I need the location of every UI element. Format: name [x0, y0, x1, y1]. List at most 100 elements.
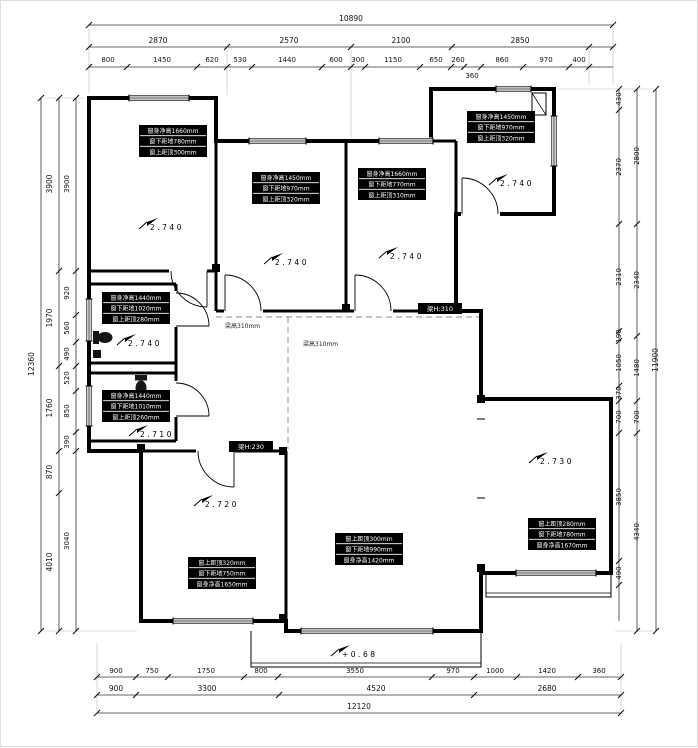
- beam-label-box: 梁H:310: [418, 303, 462, 314]
- dim-label: 390: [63, 435, 71, 448]
- svg-text:窗下距地1010mm: 窗下距地1010mm: [111, 403, 162, 411]
- door: [461, 177, 499, 215]
- dim-label: 750: [145, 667, 158, 675]
- dim-label: 1750: [197, 667, 215, 675]
- dim-label: 1450: [153, 56, 171, 64]
- window: [378, 137, 434, 145]
- dim-label: 2340: [633, 271, 641, 289]
- svg-text:窗身净高1450mm: 窗身净高1450mm: [261, 174, 312, 182]
- dim-label: 870: [45, 465, 54, 480]
- dim-label: 12360: [27, 352, 36, 376]
- dim-label: 1970: [45, 308, 54, 327]
- level-marker: 2.730: [528, 452, 574, 466]
- dim-label: 3550: [346, 667, 364, 675]
- svg-text:2.740: 2.740: [150, 223, 184, 232]
- dim-label: 970: [446, 667, 459, 675]
- svg-text:梁H:230: 梁H:230: [238, 442, 264, 451]
- dim-label: 490: [63, 347, 71, 360]
- svg-text:+0.68: +0.68: [342, 650, 377, 659]
- level-markers: 2.740 2.740 2.740 2.740 2.740 2.710 2.72…: [116, 174, 574, 659]
- dim-label: 490: [615, 566, 623, 579]
- window-note: 窗身净高1450mm 窗下距地970mm 窗上距顶320mm: [252, 172, 320, 204]
- dim-label: 650: [429, 56, 442, 64]
- door: [175, 292, 210, 327]
- svg-text:窗身净高1670mm: 窗身净高1670mm: [537, 541, 588, 549]
- dim-label: 700: [633, 410, 641, 423]
- window: [172, 617, 254, 625]
- window-notes: 窗身净高1660mm 窗下距地780mm 窗上距顶300mm 窗身净高1450m…: [102, 111, 596, 589]
- svg-text:窗身净高1440mm: 窗身净高1440mm: [111, 392, 162, 400]
- svg-text:窗上距顶320mm: 窗上距顶320mm: [477, 134, 524, 142]
- dim-label: 430: [615, 92, 623, 105]
- door: [170, 270, 208, 308]
- svg-text:窗上距顶280mm: 窗上距顶280mm: [538, 520, 585, 528]
- dim-label: 360: [592, 667, 605, 675]
- dim-labels-left: 12360 3900 1970 1760 870 4010 3900 920 5…: [27, 174, 71, 571]
- svg-text:窗上距顶300mm: 窗上距顶300mm: [149, 148, 196, 156]
- window-note: 窗上距顶280mm 窗下距地780mm 窗身净高1670mm: [528, 518, 596, 550]
- svg-text:窗下距地970mm: 窗下距地970mm: [477, 124, 524, 132]
- dim-label: 600: [329, 56, 342, 64]
- floor-drain-icon: [93, 350, 101, 358]
- dim-label: 620: [205, 56, 218, 64]
- level-marker: 2.740: [116, 334, 159, 348]
- dim-label: 4520: [366, 684, 385, 693]
- dim-label: 12120: [347, 702, 371, 711]
- svg-text:2.730: 2.730: [540, 457, 574, 466]
- dim-label: 1150: [384, 56, 402, 64]
- beam-label: 梁高310mm: [225, 322, 260, 330]
- svg-text:窗上距顶300mm: 窗上距顶300mm: [345, 535, 392, 543]
- dim-label: 360: [465, 72, 478, 80]
- window-note: 窗上距顶300mm 窗下距地990mm 窗身净高1420mm: [335, 533, 403, 565]
- svg-text:窗下距地970mm: 窗下距地970mm: [262, 185, 309, 193]
- dim-label: 2100: [391, 36, 410, 45]
- dim-label: 300: [351, 56, 364, 64]
- dim-label: 2570: [279, 36, 298, 45]
- beam-label: 梁高310mm: [303, 340, 338, 348]
- svg-text:窗身净高1420mm: 窗身净高1420mm: [344, 556, 395, 564]
- window: [85, 385, 93, 427]
- svg-text:窗下距地780mm: 窗下距地780mm: [149, 138, 196, 146]
- dim-label: 3900: [45, 174, 54, 193]
- svg-text:窗身净高1660mm: 窗身净高1660mm: [367, 170, 418, 178]
- svg-text:窗下距地780mm: 窗下距地780mm: [538, 531, 585, 539]
- window: [495, 85, 532, 93]
- dim-label: 520: [63, 371, 71, 384]
- window: [248, 137, 307, 145]
- door-openings: [169, 210, 500, 499]
- dim-labels-bottom: 900 750 1750 800 3550 970 1000 1420 360 …: [109, 667, 606, 711]
- svg-text:窗上距顶320mm: 窗上距顶320mm: [198, 559, 245, 567]
- dim-label: 800: [101, 56, 114, 64]
- door: [224, 274, 262, 312]
- level-marker: 2.740: [488, 174, 534, 188]
- dim-label: 2850: [510, 36, 529, 45]
- dim-label: 2870: [148, 36, 167, 45]
- svg-text:窗下距地770mm: 窗下距地770mm: [368, 181, 415, 189]
- dim-label: 920: [63, 286, 71, 299]
- svg-text:2.740: 2.740: [275, 258, 309, 267]
- dim-label: 1760: [45, 398, 54, 417]
- balcony: [250, 631, 482, 668]
- window-note: 窗身净高1660mm 窗下距地770mm 窗上距顶310mm: [358, 168, 426, 200]
- svg-text:2.740: 2.740: [500, 179, 534, 188]
- extension-lines: [45, 29, 653, 711]
- dim-label: 560: [63, 321, 71, 334]
- dim-label: 4010: [45, 552, 54, 571]
- svg-text:窗身净高1650mm: 窗身净高1650mm: [197, 580, 248, 588]
- dim-label: 2370: [615, 158, 623, 176]
- window: [515, 569, 597, 577]
- svg-text:窗下距地990mm: 窗下距地990mm: [345, 546, 392, 554]
- dim-labels-top: 10890 2870 2570 2100 2850 800 1450 620 5…: [101, 14, 585, 80]
- dim-label: 850: [63, 404, 71, 417]
- dim-label: 900: [109, 667, 122, 675]
- dim-labels-right: 11900 430 2370 2310 190 1050 370 700 385…: [615, 92, 660, 579]
- window-note: 窗身净高1440mm 窗下距地1020mm 窗上距顶280mm: [102, 292, 170, 324]
- dim-label: 2310: [615, 268, 623, 286]
- dim-label: 3300: [197, 684, 216, 693]
- window: [128, 94, 190, 102]
- dim-label: 700: [615, 410, 623, 423]
- flue-column: [531, 92, 547, 116]
- level-marker: 2.740: [378, 247, 421, 261]
- window: [550, 115, 558, 167]
